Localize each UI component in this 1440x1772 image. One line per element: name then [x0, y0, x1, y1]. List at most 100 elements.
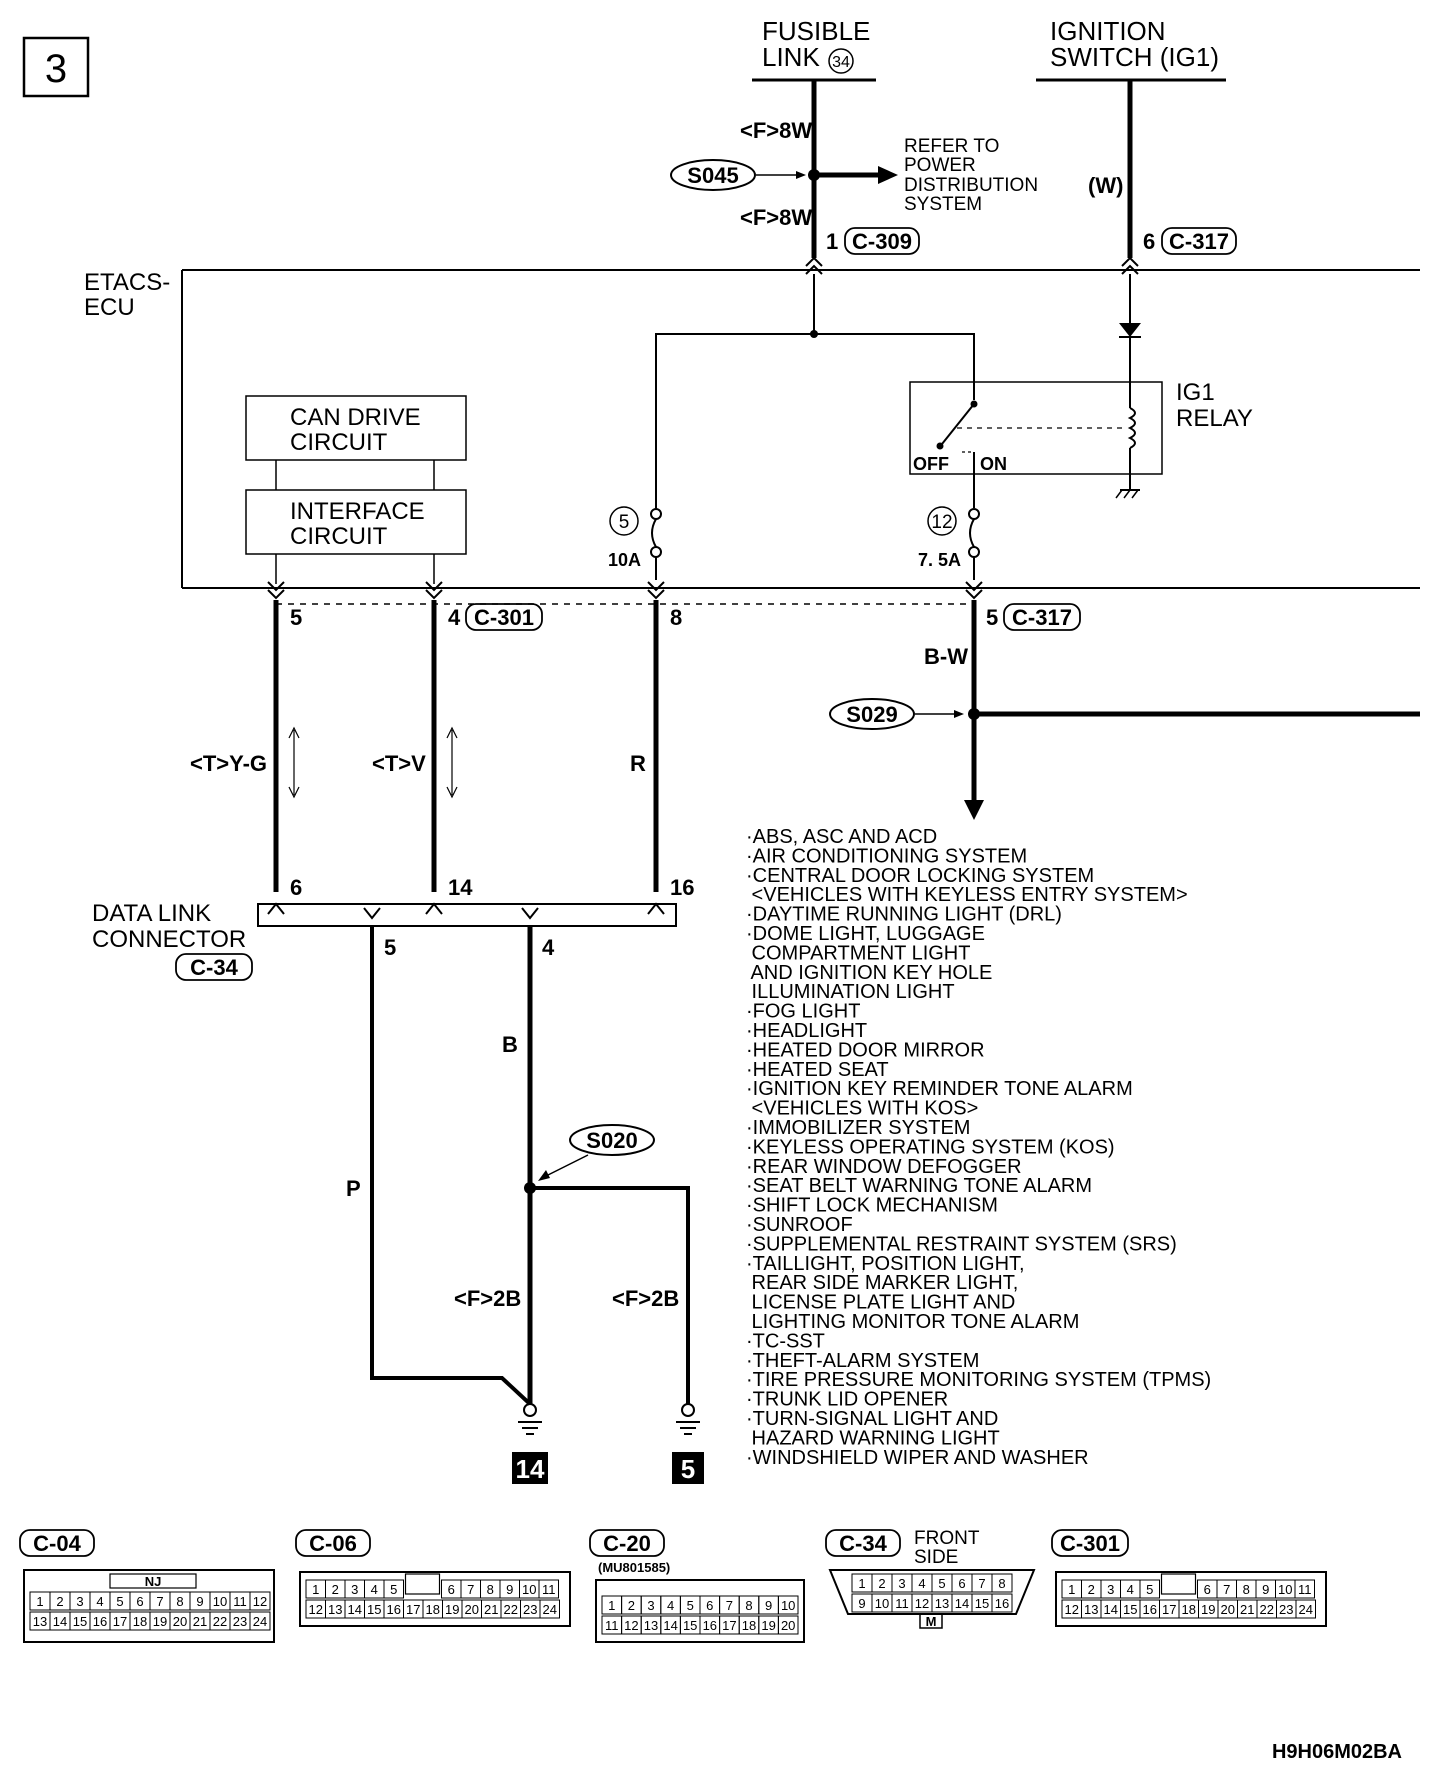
connector-pin: 2: [1088, 1582, 1095, 1597]
c34-badge: [175, 953, 253, 981]
system-item: LICENSE PLATE LIGHT AND: [746, 1292, 1015, 1314]
connector-pin: 4: [96, 1594, 103, 1609]
relay-coil-icon: [1127, 407, 1136, 449]
connector-pin: 15: [73, 1614, 87, 1629]
connector-pin: 24: [543, 1602, 557, 1617]
connector-pin: 10: [875, 1596, 889, 1611]
fusible-link-number-circle: [828, 48, 854, 74]
ecu-pin-8: 8: [670, 605, 682, 630]
connector-pin: 4: [918, 1576, 925, 1591]
system-item: ·IMMOBILIZER SYSTEM: [746, 1117, 970, 1139]
connector-pin: 14: [1104, 1602, 1118, 1617]
connector-pin: 14: [53, 1614, 67, 1629]
ground-5-label: 5: [681, 1454, 695, 1484]
relay-off-label: OFF: [913, 454, 949, 474]
system-item: ·TC-SST: [746, 1330, 825, 1352]
connector-pin: 4: [1127, 1582, 1134, 1597]
connector-pin: 18: [742, 1618, 756, 1633]
can-drive-circuit: CAN DRIVE CIRCUIT: [245, 395, 467, 461]
relay-on-label: ON: [980, 454, 1007, 474]
connector-pin: 16: [93, 1614, 107, 1629]
connector-pin: 2: [878, 1576, 885, 1591]
wire-r-label: R: [630, 751, 646, 776]
system-item: ·WINDSHIELD WIPER AND WASHER: [746, 1447, 1089, 1469]
etacs-ecu-box: ETACS- ECU: [84, 269, 1420, 589]
connector-pin: 16: [703, 1618, 717, 1633]
ground-14-label: 14: [516, 1454, 545, 1484]
connector-pin: 22: [1260, 1602, 1274, 1617]
system-item: ·SUPPLEMENTAL RESTRAINT SYSTEM (SRS): [746, 1233, 1177, 1255]
connector-pin: 17: [406, 1602, 420, 1617]
connector-pin: 7: [1223, 1582, 1230, 1597]
dlc-pin-5: 5: [384, 935, 396, 960]
diode-icon: [1119, 323, 1141, 337]
connector-pin: 6: [448, 1582, 455, 1597]
connector-pin: 9: [858, 1596, 865, 1611]
fuse-12-number: 12: [931, 512, 952, 533]
system-item: ·SEAT BELT WARNING TONE ALARM: [746, 1175, 1092, 1197]
system-item: ·DOME LIGHT, LUGGAGE: [746, 923, 985, 945]
connector-pin: 3: [1107, 1582, 1114, 1597]
can-label-2: CIRCUIT: [290, 429, 388, 456]
c301-badge: [465, 603, 543, 631]
system-item: <VEHICLES WITH KOS>: [746, 1098, 978, 1120]
data-link-connector: [257, 902, 677, 927]
connector-pin: 5: [687, 1598, 694, 1613]
c309-pin: 1: [826, 229, 838, 254]
system-item: ·SHIFT LOCK MECHANISM: [746, 1195, 998, 1217]
splice-s029: S029: [829, 698, 1420, 730]
connector-pin: 20: [1221, 1602, 1235, 1617]
connector-pin: 16: [1143, 1602, 1157, 1617]
connector-pin: 11: [895, 1596, 909, 1611]
system-item: HAZARD WARNING LIGHT: [746, 1427, 1000, 1449]
connector-pin: 17: [722, 1618, 736, 1633]
connector-pin: 15: [683, 1618, 697, 1633]
connector-pin: 10: [781, 1598, 795, 1613]
system-item: COMPARTMENT LIGHT: [746, 942, 970, 964]
wire-tyg-label: <T>Y-G: [190, 751, 267, 776]
c309-badge: [844, 227, 920, 255]
ecu-label-2: ECU: [84, 294, 135, 321]
fusible-link-source: FUSIBLE LINK 34: [752, 16, 876, 82]
connector-pin: 1: [858, 1576, 865, 1591]
system-item: ·TRUNK LID OPENER: [746, 1389, 948, 1411]
connector-pin: 1: [312, 1582, 319, 1597]
wire-bw-label: B-W: [924, 644, 968, 669]
connector-pin: 3: [351, 1582, 358, 1597]
ecu-pin-5b: 5: [986, 605, 998, 630]
system-item: ·SUNROOF: [746, 1214, 853, 1236]
wire-p-label: P: [346, 1176, 361, 1201]
connector-pin: 23: [523, 1602, 537, 1617]
connector-pin: 4: [667, 1598, 674, 1613]
connector-pin: 8: [176, 1594, 183, 1609]
wire-w-label: (W): [1088, 173, 1123, 198]
system-item: ·KEYLESS OPERATING SYSTEM (KOS): [746, 1136, 1115, 1158]
c317-bottom-label: C-317: [1012, 605, 1072, 630]
connector-pin: 9: [1262, 1582, 1269, 1597]
system-item: ·TURN-SIGNAL LIGHT AND: [746, 1408, 998, 1430]
system-item: ·TAILLIGHT, POSITION LIGHT,: [746, 1253, 1025, 1275]
connector-pin: 23: [1279, 1602, 1293, 1617]
connector-pin: 7: [156, 1594, 163, 1609]
system-item: ·DAYTIME RUNNING LIGHT (DRL): [746, 904, 1062, 926]
splice-s020: S020: [524, 1124, 655, 1194]
connector-pin: 2: [56, 1594, 63, 1609]
connector-pin: 7: [726, 1598, 733, 1613]
connector-pin: 16: [995, 1596, 1009, 1611]
ground-5-badge: [672, 1452, 704, 1484]
connector-pin: 11: [605, 1618, 619, 1633]
system-item: ·HEATED SEAT: [746, 1059, 889, 1081]
dlc-pin-14: 14: [448, 875, 473, 900]
page-number: 3: [45, 47, 67, 91]
system-item: ·IGNITION KEY REMINDER TONE ALARM: [746, 1078, 1133, 1100]
connector-pin: 20: [781, 1618, 795, 1633]
connector-pin: 9: [765, 1598, 772, 1613]
connector-pin: 14: [955, 1596, 969, 1611]
connector-pin: 1: [36, 1594, 43, 1609]
system-item: REAR SIDE MARKER LIGHT,: [746, 1272, 1018, 1294]
refer-line-1: REFER TO: [904, 136, 999, 157]
ignition-label-2: SWITCH (IG1): [1050, 42, 1219, 72]
